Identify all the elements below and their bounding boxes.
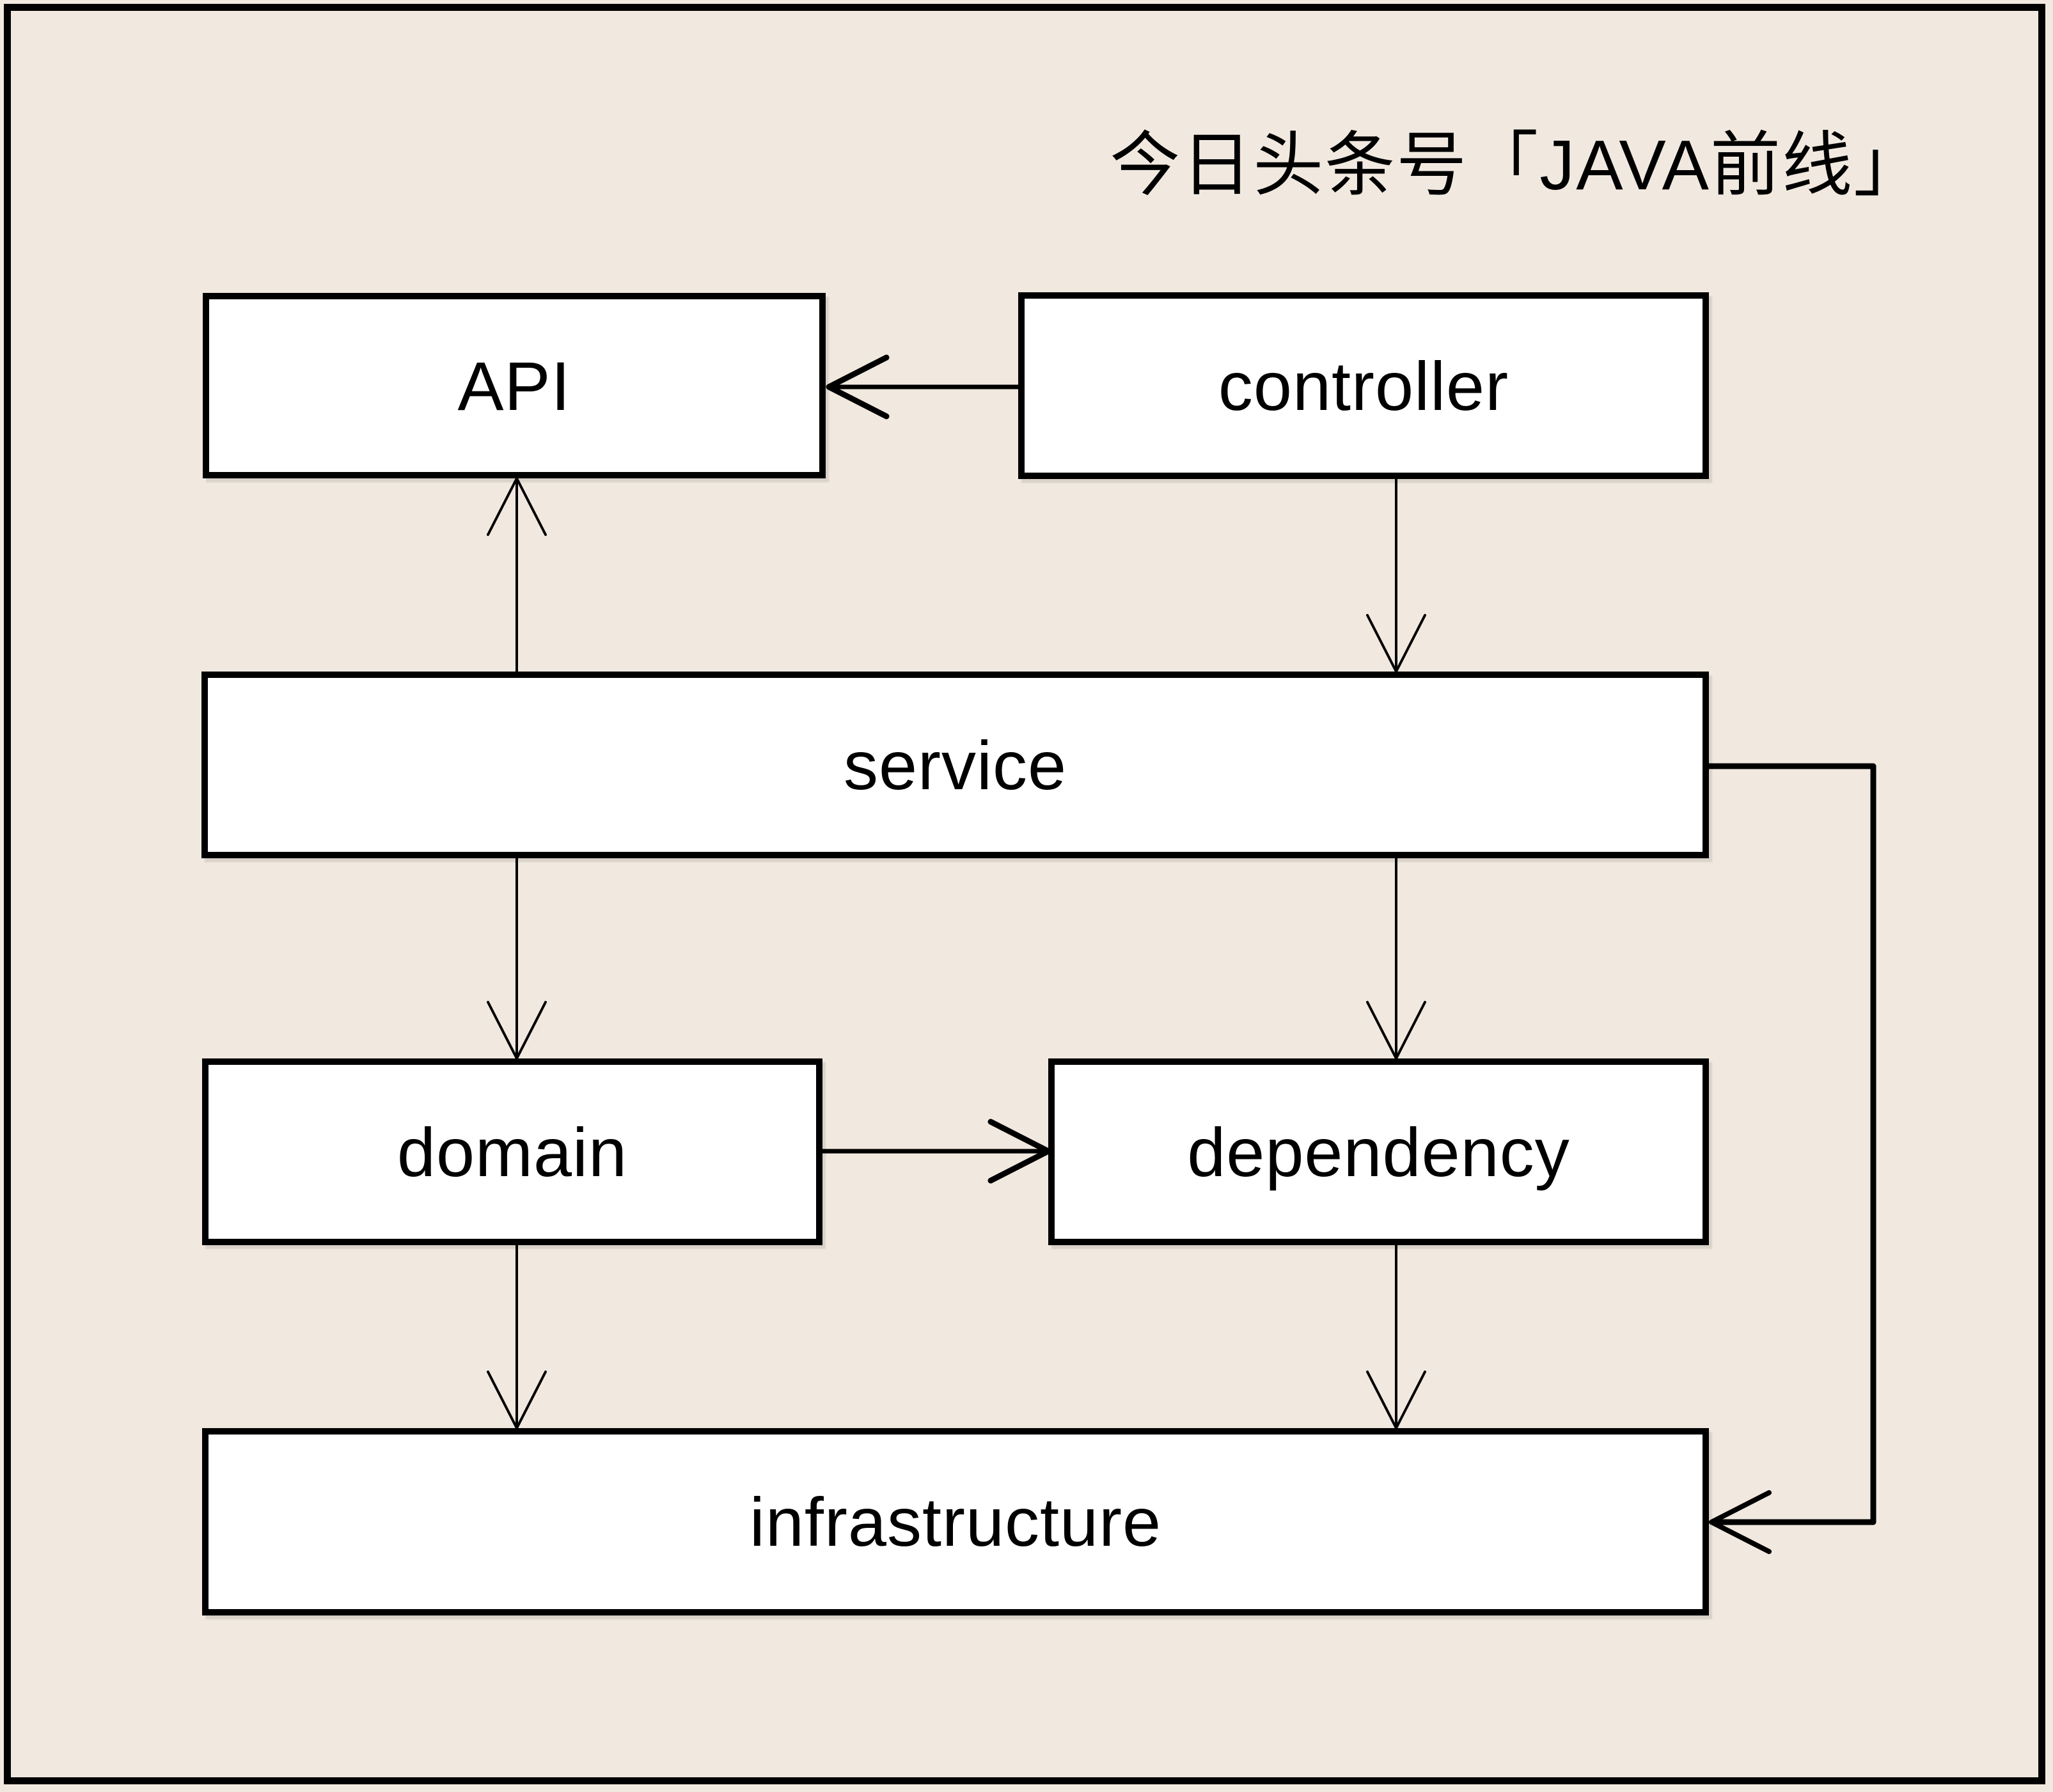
node-api-label: API (457, 347, 571, 425)
node-dependency-label: dependency (1187, 1113, 1570, 1191)
arrow-service-to-domain (487, 857, 547, 1060)
node-infrastructure-label: infrastructure (749, 1483, 1162, 1560)
arrow-service-to-dependency (1366, 857, 1426, 1060)
node-domain-label: domain (397, 1113, 628, 1191)
node-controller: controller (1018, 292, 1709, 479)
arrow-controller-to-api (826, 354, 1021, 420)
node-controller-label: controller (1218, 347, 1509, 425)
arrow-controller-to-service (1366, 478, 1426, 673)
node-service-label: service (843, 726, 1067, 804)
node-api: API (203, 293, 826, 478)
arrow-service-to-infrastructure (1706, 763, 1876, 1554)
arrow-domain-to-dependency (820, 1119, 1051, 1184)
node-service: service (201, 672, 1709, 858)
arrow-domain-to-infrastructure (487, 1244, 547, 1429)
node-dependency: dependency (1048, 1058, 1709, 1245)
node-infrastructure: infrastructure (202, 1428, 1709, 1615)
arrow-dependency-to-infrastructure (1366, 1244, 1426, 1429)
arrow-service-to-api (487, 477, 547, 673)
node-domain: domain (202, 1058, 822, 1245)
watermark-credit: 今日头条号「JAVA前线」 (1110, 126, 1925, 205)
